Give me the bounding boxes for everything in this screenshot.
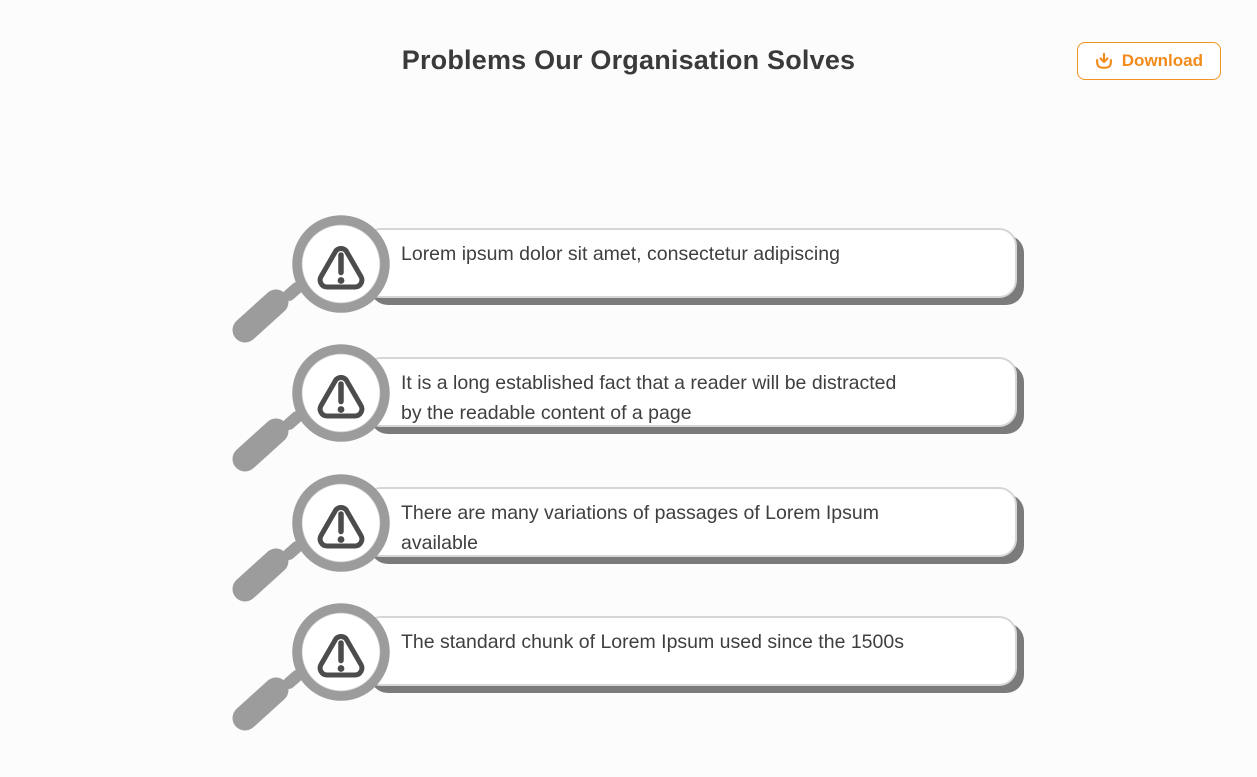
magnifier-warning-icon xyxy=(232,474,390,602)
problem-row: Lorem ipsum dolor sit amet, consectetur … xyxy=(0,214,1257,354)
magnifier-warning-icon xyxy=(232,603,390,731)
problem-card-text: It is a long established fact that a rea… xyxy=(401,372,897,424)
magnifier-warning-icon xyxy=(232,215,390,343)
problem-card: The standard chunk of Lorem Ipsum used s… xyxy=(363,616,1017,686)
magnifier-warning-icon xyxy=(232,344,390,472)
problem-card-text: The standard chunk of Lorem Ipsum used s… xyxy=(401,631,904,653)
page-title: Problems Our Organisation Solves xyxy=(401,45,856,75)
problem-card-text: Lorem ipsum dolor sit amet, consectetur … xyxy=(401,243,840,265)
download-icon xyxy=(1095,52,1113,70)
problem-row: There are many variations of passages of… xyxy=(0,473,1257,613)
download-button[interactable]: Download xyxy=(1076,42,1221,80)
problem-row: The standard chunk of Lorem Ipsum used s… xyxy=(0,602,1257,742)
download-button-label: Download xyxy=(1121,51,1203,70)
problem-card: There are many variations of passages of… xyxy=(363,487,1017,557)
problem-card: It is a long established fact that a rea… xyxy=(363,357,1017,427)
problem-card-text: There are many variations of passages of… xyxy=(401,502,879,554)
problem-card: Lorem ipsum dolor sit amet, consectetur … xyxy=(363,228,1017,298)
problem-row: It is a long established fact that a rea… xyxy=(0,343,1257,483)
